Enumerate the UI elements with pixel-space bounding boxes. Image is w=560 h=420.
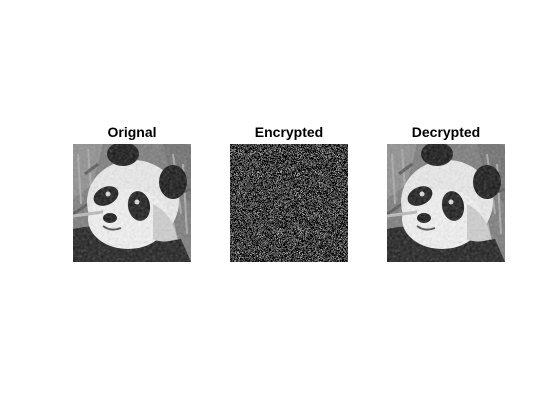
- encrypted-title: Encrypted: [254, 124, 324, 140]
- original-title: Orignal: [107, 124, 157, 140]
- original-panda-image: [73, 144, 191, 262]
- decrypted-panel: Decrypted: [387, 123, 505, 262]
- original-panel: Orignal: [73, 123, 191, 262]
- decrypted-panda-image: [387, 144, 505, 262]
- encrypted-noise-image: [230, 144, 348, 262]
- encrypted-panel: Encrypted: [230, 123, 348, 262]
- decrypted-title: Decrypted: [411, 124, 481, 140]
